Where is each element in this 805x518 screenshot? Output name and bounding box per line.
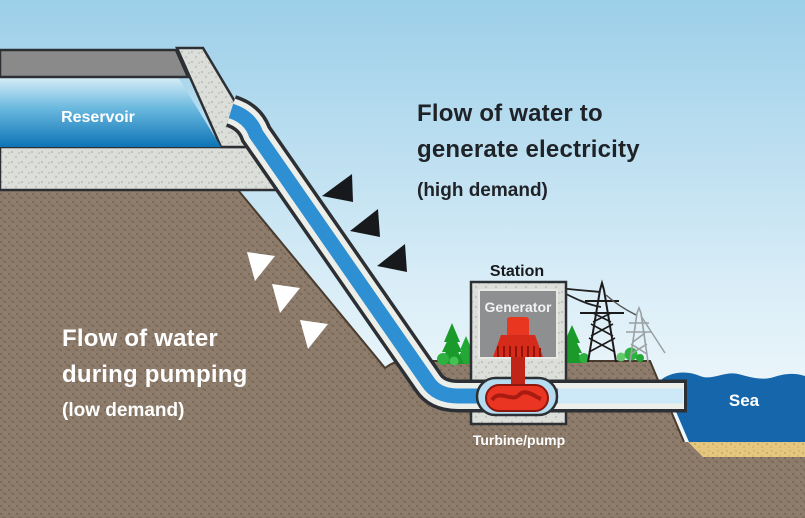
- sea-water: [662, 372, 805, 442]
- turbine-swirl: [490, 390, 542, 402]
- bush-icon: [437, 353, 449, 365]
- pumping-title-line2: during pumping: [62, 361, 247, 388]
- white-flow-arrow-icon: [247, 252, 275, 281]
- black-flow-arrow-icon: [322, 174, 353, 202]
- generator-ribs: [497, 346, 541, 357]
- reservoir-wall-top: [0, 48, 190, 79]
- bush-icon: [616, 352, 626, 362]
- hillside-ground: [0, 190, 805, 518]
- generation-flow-arrows: [322, 174, 407, 272]
- pumping-title: Flow of water during pumping (low demand…: [62, 325, 247, 421]
- pumping-subtitle: (low demand): [62, 400, 184, 421]
- reservoir-label: Reservoir: [61, 109, 135, 126]
- generator-machine: [485, 317, 549, 412]
- white-flow-arrow-icon: [272, 284, 300, 313]
- black-flow-arrow-icon: [377, 244, 407, 272]
- seabed-sand: [688, 442, 805, 457]
- tree-cluster-left: [437, 323, 476, 366]
- penstock-pipe: [225, 95, 687, 413]
- white-flow-arrow-icon: [300, 320, 328, 349]
- sea-label: Sea: [729, 391, 760, 410]
- pumping-flow-arrows: [247, 252, 328, 349]
- generator-label: Generator: [485, 299, 552, 315]
- generation-title: Flow of water to generate electricity (h…: [417, 100, 640, 201]
- pipe-water: [228, 103, 683, 404]
- turbine-pump-label: Turbine/pump: [473, 432, 565, 448]
- pumping-title-line1: Flow of water: [62, 325, 218, 352]
- black-flow-arrow-icon: [350, 209, 380, 237]
- station-label: Station: [490, 263, 544, 280]
- transmission-pylon-near-icon: [580, 279, 624, 363]
- generation-title-line1: Flow of water to: [417, 100, 603, 127]
- turbine-shaft: [511, 357, 525, 388]
- generator-body: [493, 335, 543, 357]
- generation-subtitle: (high demand): [417, 180, 548, 201]
- reservoir-water: [0, 77, 221, 147]
- generator-cap: [507, 317, 529, 337]
- generation-title-line2: generate electricity: [417, 136, 640, 163]
